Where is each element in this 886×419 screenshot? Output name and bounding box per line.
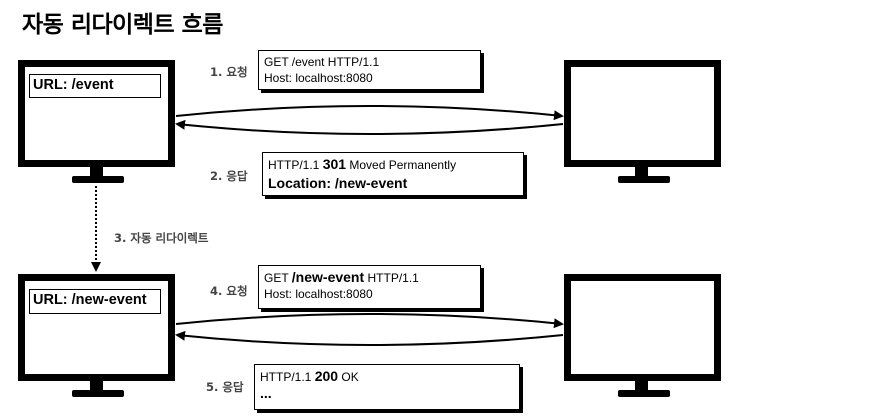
response-arrow-top <box>175 119 564 135</box>
host-line: Host: localhost:8080 <box>264 287 373 301</box>
monitor-screen <box>564 274 721 381</box>
request-line: GET /new-event HTTP/1.1 <box>264 269 419 285</box>
location-header: Location: /new-event <box>268 175 408 191</box>
request-message-top: GET /event HTTP/1.1 Host: localhost:8080 <box>258 50 481 90</box>
request-path: /new-event <box>291 269 365 285</box>
url-bar: URL: /event <box>29 74 161 98</box>
response-message-top: HTTP/1.1 301 Moved Permanently Location:… <box>262 152 524 196</box>
status-code: 301 <box>322 156 347 172</box>
response-body: ... <box>260 385 272 401</box>
url-bar: URL: /new-event <box>29 289 161 314</box>
request-arrow-top <box>175 105 564 121</box>
status-code: 200 <box>314 368 339 384</box>
request-message-bottom: GET /new-event HTTP/1.1 Host: localhost:… <box>258 265 481 309</box>
response-message-bottom: HTTP/1.1 200 OK ... <box>254 364 520 410</box>
status-line: HTTP/1.1 200 OK <box>260 368 359 384</box>
request-arrow-bottom <box>175 313 564 329</box>
step-1-label: 1. 요청 <box>210 65 248 79</box>
response-arrow-bottom <box>175 330 564 346</box>
step-2-label: 2. 응답 <box>210 169 248 183</box>
step-5-label: 5. 응답 <box>206 380 244 394</box>
monitor-screen <box>564 60 721 167</box>
step-4-label: 4. 요청 <box>210 284 248 298</box>
host-line: Host: localhost:8080 <box>264 71 373 85</box>
step-3-label: 3. 자동 리다이렉트 <box>114 231 209 245</box>
diagram-title: 자동 리다이렉트 흐름 <box>22 12 223 38</box>
request-line: GET /event HTTP/1.1 <box>264 55 380 69</box>
status-line: HTTP/1.1 301 Moved Permanently <box>268 156 457 172</box>
